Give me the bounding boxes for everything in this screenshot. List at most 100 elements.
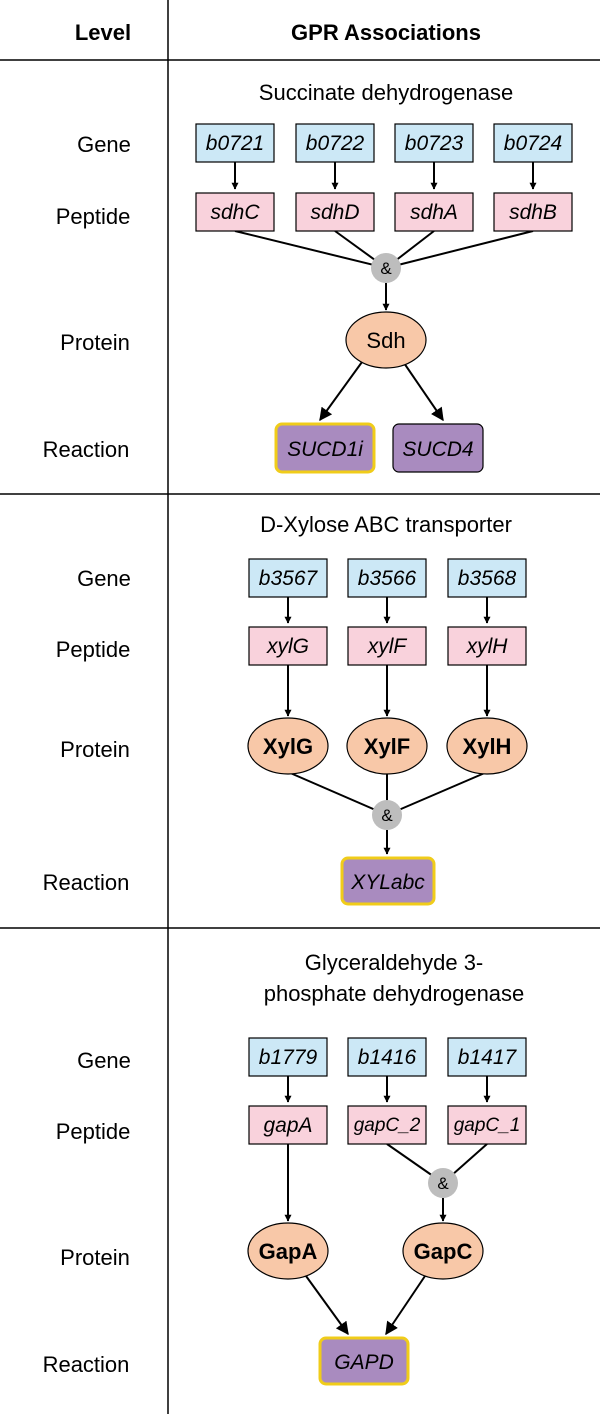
edge [385, 230, 534, 269]
level-reaction: Reaction [43, 1352, 130, 1377]
gene-label: b1779 [259, 1046, 318, 1069]
protein-node [346, 717, 428, 775]
protein-node [446, 717, 528, 775]
peptide-box [447, 626, 527, 666]
protein-label: GapA [259, 1239, 318, 1264]
section-title: Glyceraldehyde 3- [305, 950, 484, 975]
reaction-box [318, 1336, 410, 1386]
peptide-box [295, 192, 375, 232]
reaction-label: XYLabc [350, 871, 425, 894]
level-labels-section-3: Gene Peptide Protein Reaction [43, 1048, 131, 1377]
peptide-label: xylH [466, 635, 509, 658]
peptide-label: gapC_1 [454, 1115, 521, 1136]
edge [234, 230, 387, 269]
level-labels-section-2: Gene Peptide Protein Reaction [43, 566, 131, 895]
peptide-label: sdhC [210, 201, 260, 224]
edge [385, 1275, 426, 1336]
level-protein: Protein [60, 737, 130, 762]
gene-label: b0721 [206, 132, 264, 155]
protein-label: GapC [414, 1239, 473, 1264]
gene-box [447, 1037, 527, 1077]
protein-node [247, 717, 329, 775]
peptide-label: sdhA [410, 201, 458, 224]
section-title: D-Xylose ABC transporter [260, 512, 512, 537]
edge [319, 361, 363, 422]
protein-node [402, 1222, 484, 1280]
level-protein: Protein [60, 1245, 130, 1270]
gene-box [394, 123, 474, 163]
level-labels-section-1: Gene Peptide Protein Reaction [43, 132, 131, 462]
peptide-label: xylG [266, 635, 309, 658]
peptide-box [493, 192, 573, 232]
gene-label: b1417 [458, 1046, 518, 1069]
gene-box [347, 558, 427, 598]
protein-node [345, 311, 427, 369]
peptide-label: sdhB [509, 201, 557, 224]
level-reaction: Reaction [43, 870, 130, 895]
protein-node [247, 1222, 329, 1280]
gene-box [248, 1037, 328, 1077]
gene-label: b0723 [405, 132, 464, 155]
gene-label: b0724 [504, 132, 562, 155]
gene-box [493, 123, 573, 163]
gene-label: b1416 [358, 1046, 417, 1069]
edge [386, 771, 488, 816]
peptide-label: gapA [263, 1114, 312, 1137]
gene-label: b3566 [358, 567, 417, 590]
and-node [372, 800, 402, 830]
and-node [428, 1168, 458, 1198]
reaction-label: SUCD4 [402, 438, 473, 461]
level-gene: Gene [77, 566, 131, 591]
peptide-box [347, 1105, 427, 1145]
gene-label: b0722 [306, 132, 365, 155]
edge [403, 362, 444, 422]
and-symbol: & [381, 806, 393, 825]
protein-label: XylH [463, 734, 512, 759]
edge [287, 771, 388, 816]
level-protein: Protein [60, 330, 130, 355]
section-succinate-dehydrogenase: b0721 b0722 b0723 b0724 sdhC sdhD sdhA s… [195, 123, 573, 474]
section-title: Succinate dehydrogenase [259, 80, 513, 105]
gene-box [347, 1037, 427, 1077]
section-xylose-abc-transporter: b3567 b3566 b3568 xylG xylF xylH XylG Xy… [247, 558, 528, 906]
level-header: Level [75, 20, 131, 45]
level-peptide: Peptide [56, 1119, 131, 1144]
level-peptide: Peptide [56, 637, 131, 662]
gene-box [295, 123, 375, 163]
gpr-header: GPR Associations [291, 20, 481, 45]
peptide-label: gapC_2 [354, 1115, 421, 1136]
gene-label: b3567 [259, 567, 319, 590]
protein-label: XylF [364, 734, 410, 759]
peptide-label: sdhD [310, 201, 359, 224]
and-symbol: & [380, 259, 392, 278]
level-gene: Gene [77, 1048, 131, 1073]
protein-label: XylG [263, 734, 313, 759]
section-glyceraldehyde-3-phosphate-dehydrogenase: b1779 b1416 b1417 gapA gapC_2 gapC_1 & G… [247, 1037, 527, 1386]
and-symbol: & [437, 1174, 449, 1193]
peptide-box [394, 192, 474, 232]
peptide-box [248, 626, 328, 666]
level-reaction: Reaction [43, 437, 130, 462]
protein-label: Sdh [366, 328, 405, 353]
level-peptide: Peptide [56, 204, 131, 229]
gene-box [447, 558, 527, 598]
reaction-label: GAPD [334, 1351, 394, 1374]
gene-box [248, 558, 328, 598]
level-gene: Gene [77, 132, 131, 157]
edge [305, 1275, 349, 1336]
section-title: phosphate dehydrogenase [264, 981, 525, 1006]
peptide-box [248, 1105, 328, 1145]
reaction-box [274, 422, 376, 474]
reaction-box [340, 856, 436, 906]
peptide-label: xylF [367, 635, 408, 658]
peptide-box [195, 192, 275, 232]
gene-label: b3568 [458, 567, 517, 590]
and-node [371, 253, 401, 283]
reaction-label: SUCD1i [287, 438, 364, 461]
peptide-box [347, 626, 427, 666]
edges [231, 162, 537, 422]
gene-box [195, 123, 275, 163]
peptide-box [447, 1105, 527, 1145]
